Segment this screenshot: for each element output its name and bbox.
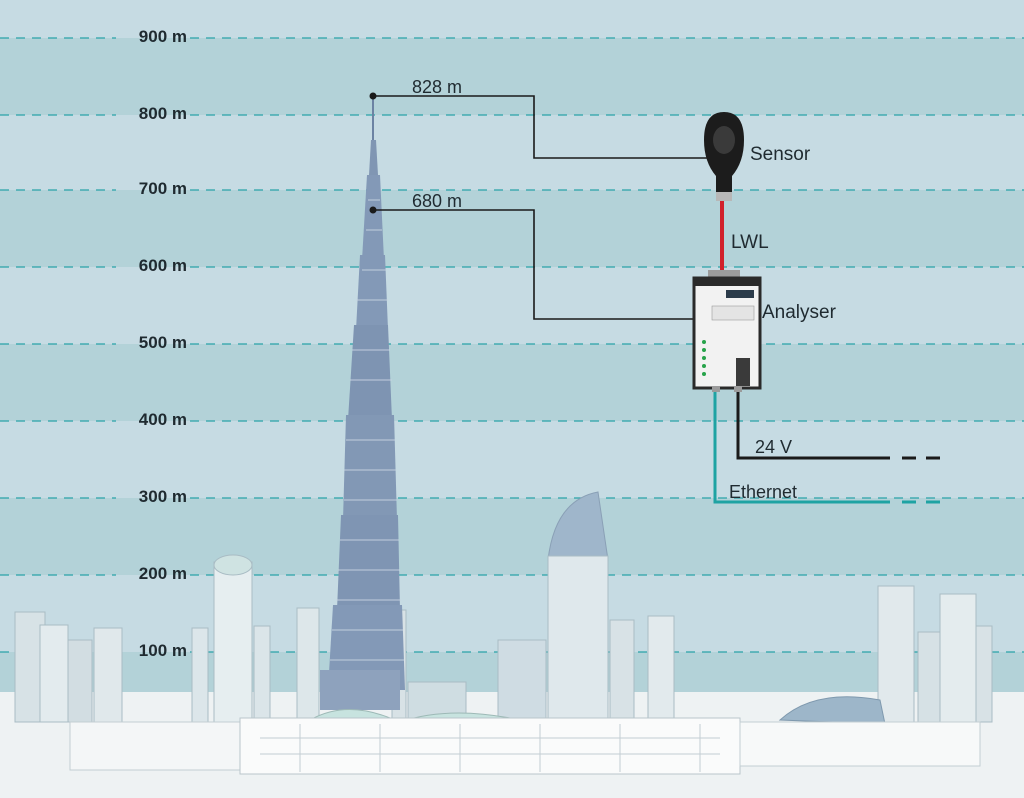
tower xyxy=(320,96,405,710)
analyser-icon xyxy=(692,270,762,392)
altitude-label-400: 400 m xyxy=(138,410,187,429)
altitude-label-500: 500 m xyxy=(138,333,187,352)
tower-tip-height: 828 m xyxy=(412,77,463,97)
altitude-label-700: 700 m xyxy=(138,179,187,198)
fiber-link-label: LWL xyxy=(731,232,769,253)
altitude-label-900: 900 m xyxy=(138,27,187,46)
sensor-icon xyxy=(704,112,744,201)
altitude-label-800: 800 m xyxy=(138,104,187,123)
ethernet-label: Ethernet xyxy=(729,482,798,502)
sensor-label: Sensor xyxy=(750,144,811,165)
foreground-mall xyxy=(69,696,981,775)
altitude-label-300: 300 m xyxy=(138,487,187,506)
analyser-label: Analyser xyxy=(762,302,836,323)
sensor-mount-height: 680 m xyxy=(412,191,463,211)
altitude-label-600: 600 m xyxy=(138,256,187,275)
leader-lines xyxy=(373,95,712,320)
tip-marker xyxy=(369,92,377,100)
power-label: 24 V xyxy=(755,437,793,457)
altitude-label-100: 100 m xyxy=(138,641,187,660)
altitude-label-200: 200 m xyxy=(138,564,187,583)
sensor-mount-marker xyxy=(369,206,377,214)
cables xyxy=(713,390,946,504)
